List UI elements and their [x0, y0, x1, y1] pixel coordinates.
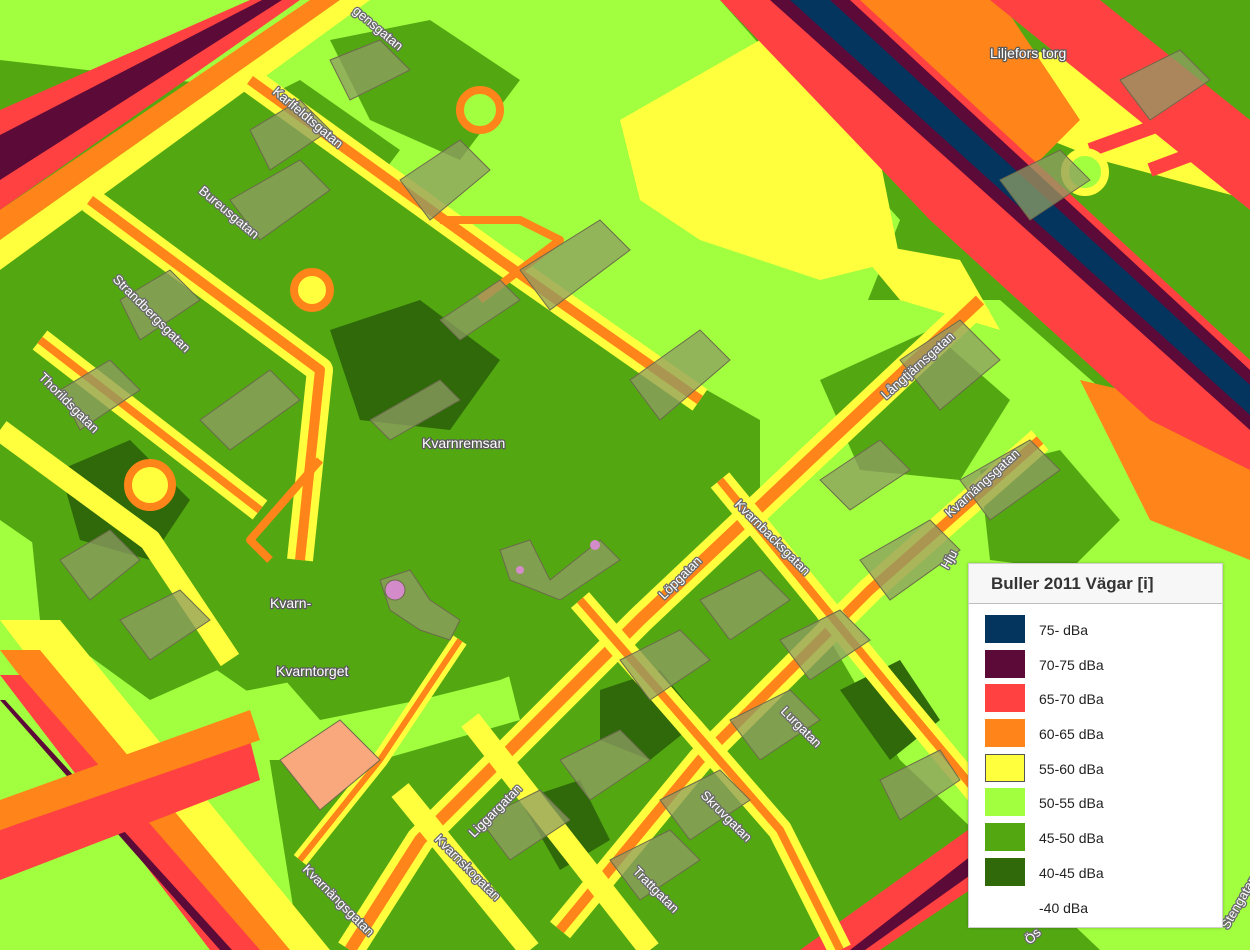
legend-swatch: [985, 823, 1025, 852]
small-structure: [516, 566, 524, 574]
place-label-kvarnremsan: Kvarnremsan: [422, 435, 505, 451]
noise-legend-panel: Buller 2011 Vägar [i] 75- dBa 70-75 dBa 65…: [968, 563, 1223, 928]
noise-zone-70-75: [0, 0, 282, 180]
legend-label: 60-65 dBa: [1039, 726, 1104, 743]
legend-item: 60-65 dBa: [969, 718, 1222, 753]
noise-zone-55-60: [620, 40, 900, 280]
street-noise-bands: [0, 69, 1237, 950]
legend-item: 65-70 dBa: [969, 683, 1222, 718]
noise-zone-65-70: [720, 0, 1250, 470]
noise-zone-60-65: [0, 710, 260, 830]
legend-swatch: [985, 788, 1025, 817]
legend-swatch: [985, 684, 1025, 713]
legend-label: 50-55 dBa: [1039, 795, 1104, 812]
legend-label: 55-60 dBa: [1039, 760, 1104, 777]
legend-item: 75- dBa: [969, 614, 1222, 649]
legend-item: -40 dBa: [969, 892, 1222, 927]
legend-swatch: [985, 649, 1025, 678]
noise-zone-70-75: [770, 0, 1250, 430]
legend-list: 75- dBa 70-75 dBa 65-70 dBa 60-65 dBa 55-60 …: [969, 614, 1222, 926]
place-label-liljefors-torg: Liljefors torg: [990, 45, 1066, 61]
legend-item: 55-60 dBa: [969, 753, 1222, 788]
legend-swatch: [985, 892, 1025, 921]
small-structure: [590, 540, 600, 550]
legend-label: 65-70 dBa: [1039, 691, 1104, 708]
legend-label: -40 dBa: [1039, 899, 1089, 916]
legend-item: 40-45 dBa: [969, 857, 1222, 892]
place-label-kvarn: Kvarn-: [270, 595, 312, 611]
highlight-building: [279, 719, 381, 811]
noise-zone-65-70: [0, 740, 260, 880]
legend-label: 75- dBa: [1039, 622, 1089, 638]
legend-title[interactable]: Buller 2011 Vägar [i]: [969, 564, 1222, 604]
legend-item: 50-55 dBa: [969, 787, 1222, 822]
legend-item: 45-50 dBa: [969, 822, 1222, 857]
small-structure: [384, 579, 406, 601]
legend-label: 40-45 dBa: [1039, 864, 1104, 881]
cul-de-sac-rings: [124, 86, 1109, 511]
legend-item: 70-75 dBa: [969, 649, 1222, 684]
noise-zone-65-70: [0, 0, 300, 210]
legend-swatch: [985, 615, 1025, 643]
legend-label: 45-50 dBa: [1039, 830, 1104, 847]
legend-label: 70-75 dBa: [1039, 656, 1104, 673]
legend-swatch: [985, 719, 1025, 748]
legend-swatch: [985, 753, 1025, 782]
place-label-kvarntorget: Kvarntorget: [276, 663, 348, 679]
legend-swatch: [985, 857, 1025, 886]
buildings: [59, 39, 1211, 901]
